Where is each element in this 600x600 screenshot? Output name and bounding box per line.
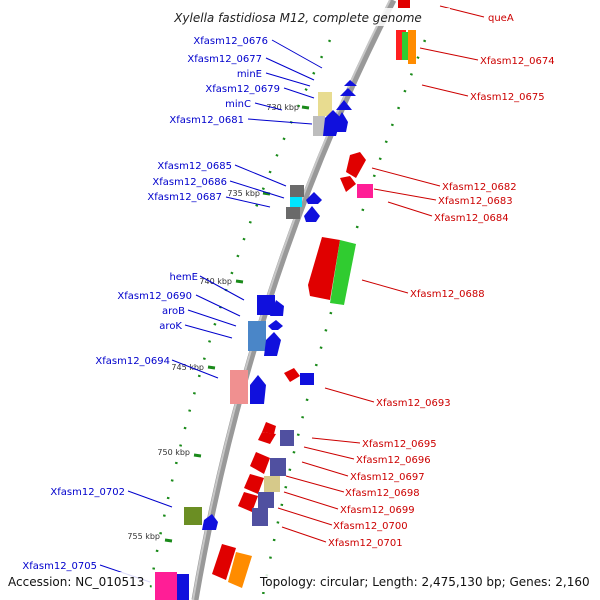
gene-block [248,321,266,351]
kbp-ticks [164,105,310,543]
gene-block [268,320,283,330]
gene-block [244,474,264,494]
gene-label-right[interactable]: Xfasm12_0698 [345,488,420,499]
gene-block [155,572,177,600]
gene-block [330,240,356,305]
inner-genes [155,80,357,600]
topology-text: Topology: circular; Length: 2,475,130 bp… [259,575,590,589]
gene-block [346,152,366,178]
gene-block [300,373,314,385]
gene-block [270,300,284,316]
gene-label-right[interactable]: Xfasm12_0699 [340,505,415,516]
accession-text: Accession: NC_010513 [8,575,144,589]
gene-block [323,110,341,136]
gene-block [396,30,406,60]
genome-backbone [191,0,397,600]
kbp-label: 740 kbp [199,277,232,286]
gene-label-left[interactable]: Xfasm12_0676 [193,36,268,47]
gene-label-left[interactable]: aroB [162,306,185,317]
gene-label-right[interactable]: Xfasm12_0688 [410,289,485,300]
gene-block [290,197,302,207]
gene-label-left[interactable]: Xfasm12_0679 [205,84,280,95]
gene-block [313,116,325,136]
gene-label-right[interactable]: Xfasm12_0696 [356,455,431,466]
kbp-label: 730 kbp [266,103,299,112]
gene-block [250,452,270,474]
gene-label-right[interactable]: Xfasm12_0693 [376,398,451,409]
gene-block [258,432,276,444]
kbp-label: 750 kbp [157,448,190,457]
gene-label-left[interactable]: Xfasm12_0702 [50,487,125,498]
gene-label-left[interactable]: minE [237,69,262,80]
gene-block [228,552,252,588]
gene-block [336,100,352,110]
gene-label-left[interactable]: Xfasm12_0686 [152,177,227,188]
gene-block [257,295,275,315]
gene-label-left[interactable]: Xfasm12_0677 [187,54,262,65]
gene-block [290,185,304,197]
gene-block [402,32,410,60]
gene-block [340,88,356,96]
gene-block [357,184,373,198]
map-title: Xylella fastidiosa M12, complete genome [173,11,422,25]
gene-label-right[interactable]: queA [488,13,514,24]
gene-label-right[interactable]: Xfasm12_0697 [350,472,425,483]
gene-block [340,176,356,192]
gene-label-left[interactable]: Xfasm12_0694 [95,356,170,367]
gene-label-right[interactable]: Xfasm12_0674 [480,56,555,67]
gene-block [284,368,300,382]
gene-block [280,430,294,446]
gene-block [262,422,276,434]
gene-label-left[interactable]: Xfasm12_0685 [157,161,232,172]
gene-block [304,206,320,222]
gene-block [344,80,357,86]
gene-block [270,458,286,476]
gene-label-left[interactable]: hemE [169,272,198,283]
gene-block [177,574,189,600]
kbp-label: 745 kbp [171,363,204,372]
gene-block [398,0,410,8]
gene-block [258,492,274,508]
gene-block [250,375,266,404]
gene-label-left[interactable]: Xfasm12_0687 [147,192,222,203]
gene-block [252,508,268,526]
gene-block [308,237,340,300]
gene-label-right[interactable]: Xfasm12_0695 [362,439,437,450]
kbp-label: 735 kbp [227,189,260,198]
outer-genes [212,0,416,588]
kbp-label: 755 kbp [127,532,160,541]
gene-block [264,332,281,356]
gene-label-right[interactable]: Xfasm12_0701 [328,538,403,549]
gene-label-left[interactable]: Xfasm12_0681 [169,115,244,126]
gene-label-right[interactable]: Xfasm12_0675 [470,92,545,103]
gene-block [230,370,248,404]
gene-block [238,492,258,512]
gene-block [286,207,300,219]
label-connectors [99,5,485,583]
gene-label-right[interactable]: Xfasm12_0700 [333,521,408,532]
gene-label-left[interactable]: minC [225,99,251,110]
gene-block [264,476,280,492]
gene-label-right[interactable]: Xfasm12_0684 [434,213,509,224]
gene-label-right[interactable]: Xfasm12_0683 [438,196,513,207]
gene-block [212,544,236,580]
gene-label-right[interactable]: Xfasm12_0682 [442,182,517,193]
gene-label-left[interactable]: Xfasm12_0705 [22,561,97,572]
gene-block [184,507,202,525]
gene-block [306,192,322,204]
gene-block [408,30,416,64]
gene-block [202,514,218,530]
gene-label-left[interactable]: Xfasm12_0690 [117,291,192,302]
gene-label-left[interactable]: aroK [159,321,182,332]
gene-block [318,92,332,116]
